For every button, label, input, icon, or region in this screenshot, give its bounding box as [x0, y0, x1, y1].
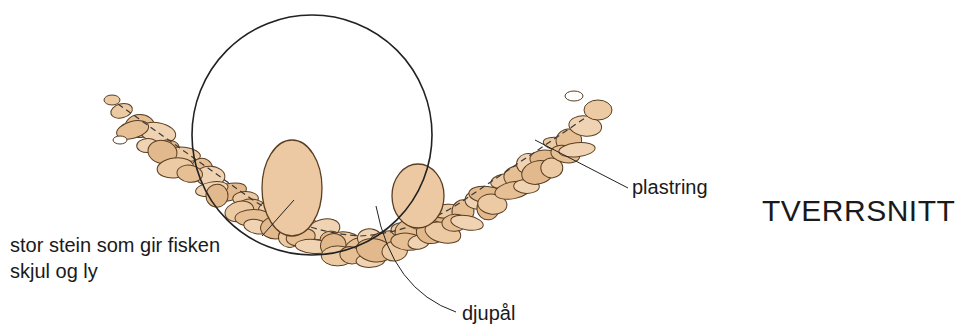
stone: [176, 164, 203, 184]
view-title: TVERRSNITT: [762, 194, 955, 228]
large-stone: [262, 140, 322, 236]
stone: [104, 95, 120, 105]
stone: [113, 136, 127, 144]
part-label: plastring: [632, 176, 708, 199]
bed-line: [118, 104, 585, 236]
stone: [392, 164, 444, 228]
stone: [558, 141, 596, 159]
leader-line: [535, 140, 628, 188]
leader-line: [262, 200, 294, 236]
stone: [584, 100, 612, 120]
part-label: djupål: [462, 302, 515, 325]
stone: [565, 91, 583, 101]
part-label: stor stein som gir fisken skjul og ly: [10, 232, 260, 284]
water-profile-circle: [192, 15, 432, 255]
leader-line: [376, 206, 456, 312]
